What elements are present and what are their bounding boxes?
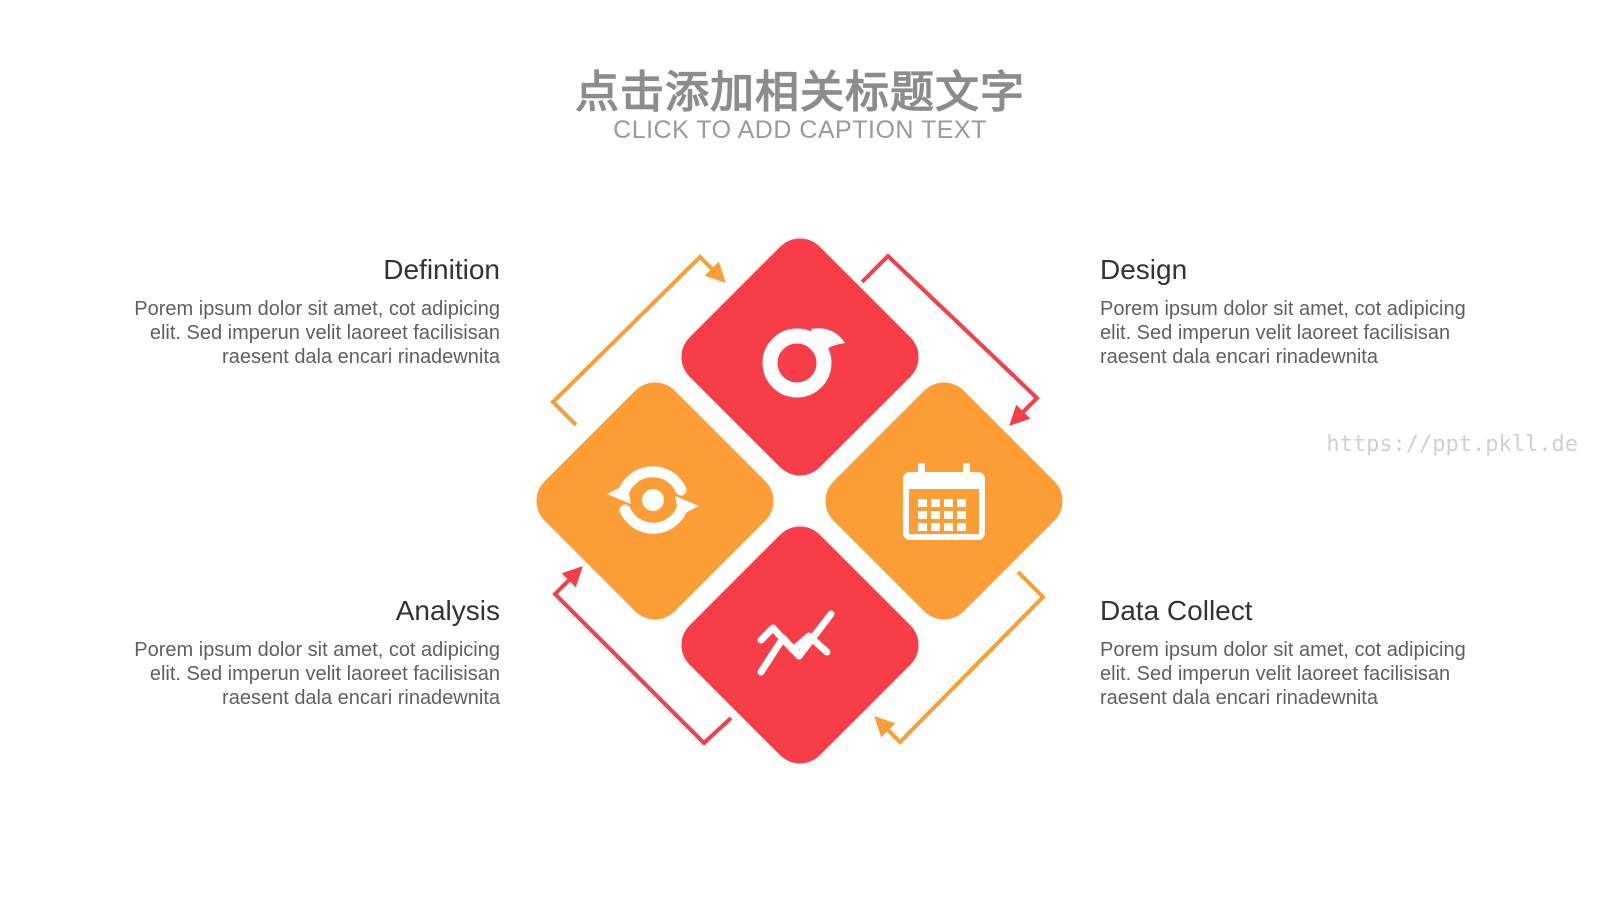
- step-body: Porem ipsum dolor sit amet, cot adipicin…: [1100, 639, 1466, 709]
- step-heading: Design: [1100, 254, 1188, 285]
- refresh-cycle-icon: [607, 466, 699, 534]
- step-design: Design Porem ipsum dolor sit amet, cot a…: [1100, 253, 1480, 369]
- trend-line-icon: [757, 610, 835, 676]
- step-body: Porem ipsum dolor sit amet, cot adipicin…: [134, 298, 500, 368]
- page-title: 点击添加相关标题文字: [575, 67, 1025, 118]
- music-note-icon: [762, 328, 845, 398]
- arrow-left-to-top: [550, 254, 726, 427]
- step-definition: Definition Porem ipsum dolor sit amet, c…: [120, 253, 500, 369]
- arrow-right-to-bottom: [874, 570, 1046, 745]
- step-body: Porem ipsum dolor sit amet, cot adipicin…: [1100, 298, 1466, 368]
- diamond-top: [681, 238, 919, 476]
- calendar-icon: [903, 463, 985, 540]
- step-heading: Definition: [383, 254, 500, 285]
- step-heading: Analysis: [395, 595, 500, 626]
- page-subtitle: CLICK TO ADD CAPTION TEXT: [613, 116, 987, 144]
- step-analysis: Analysis Porem ipsum dolor sit amet, cot…: [120, 594, 500, 710]
- step-heading: Data Collect: [1100, 595, 1253, 626]
- arrow-top-to-right: [860, 253, 1040, 426]
- step-data-collect: Data Collect Porem ipsum dolor sit amet,…: [1100, 594, 1480, 710]
- watermark-text: https://ppt.pkll.de: [1326, 432, 1578, 457]
- step-body: Porem ipsum dolor sit amet, cot adipicin…: [134, 639, 500, 709]
- arrow-bottom-to-left: [552, 566, 733, 746]
